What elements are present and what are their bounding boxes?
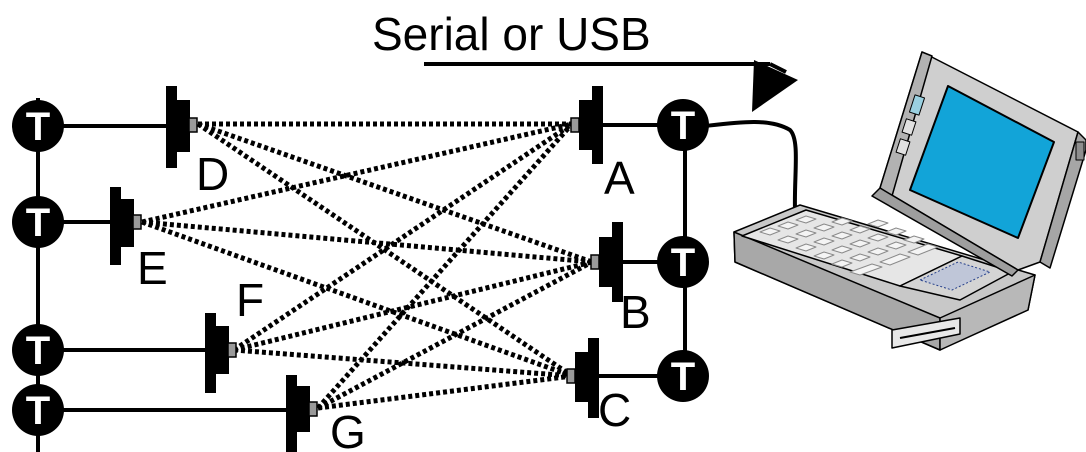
laptop-screen (909, 85, 1055, 239)
tee-node-right-2: T (657, 236, 709, 288)
tee-node-left-3: T (12, 324, 64, 376)
device-b-label: B (620, 286, 651, 338)
svg-text:T: T (26, 329, 50, 373)
device-b: B (590, 222, 651, 338)
device-e-label: E (137, 242, 168, 294)
svg-text:T: T (26, 105, 50, 149)
device-d-label: D (196, 148, 229, 200)
tee-node-left-1: T (12, 100, 64, 152)
tee-node-right-3: T (657, 350, 709, 402)
device-g: G (286, 375, 366, 452)
tee-node-left-2: T (12, 196, 64, 248)
svg-text:T: T (26, 389, 50, 433)
device-c: C (566, 338, 631, 436)
laptop-icon (733, 51, 1086, 351)
svg-text:T: T (671, 355, 695, 399)
device-d: D (166, 86, 229, 200)
device-f-label: F (236, 274, 264, 326)
device-c-label: C (598, 384, 631, 436)
device-e: E (110, 187, 168, 294)
wireless-links (141, 121, 594, 411)
device-a: A (570, 86, 635, 204)
usb-cable (704, 120, 798, 211)
svg-text:T: T (671, 241, 695, 285)
tee-node-left-4: T (12, 384, 64, 436)
device-g-label: G (330, 406, 366, 452)
keyboard-keys (759, 215, 939, 276)
svg-text:T: T (671, 104, 695, 148)
connection-title: Serial or USB (372, 8, 651, 60)
connection-arrow (424, 60, 798, 112)
tee-node-right-1: T (657, 99, 709, 151)
device-a-label: A (604, 152, 635, 204)
svg-text:T: T (26, 201, 50, 245)
device-f: F (205, 274, 264, 393)
